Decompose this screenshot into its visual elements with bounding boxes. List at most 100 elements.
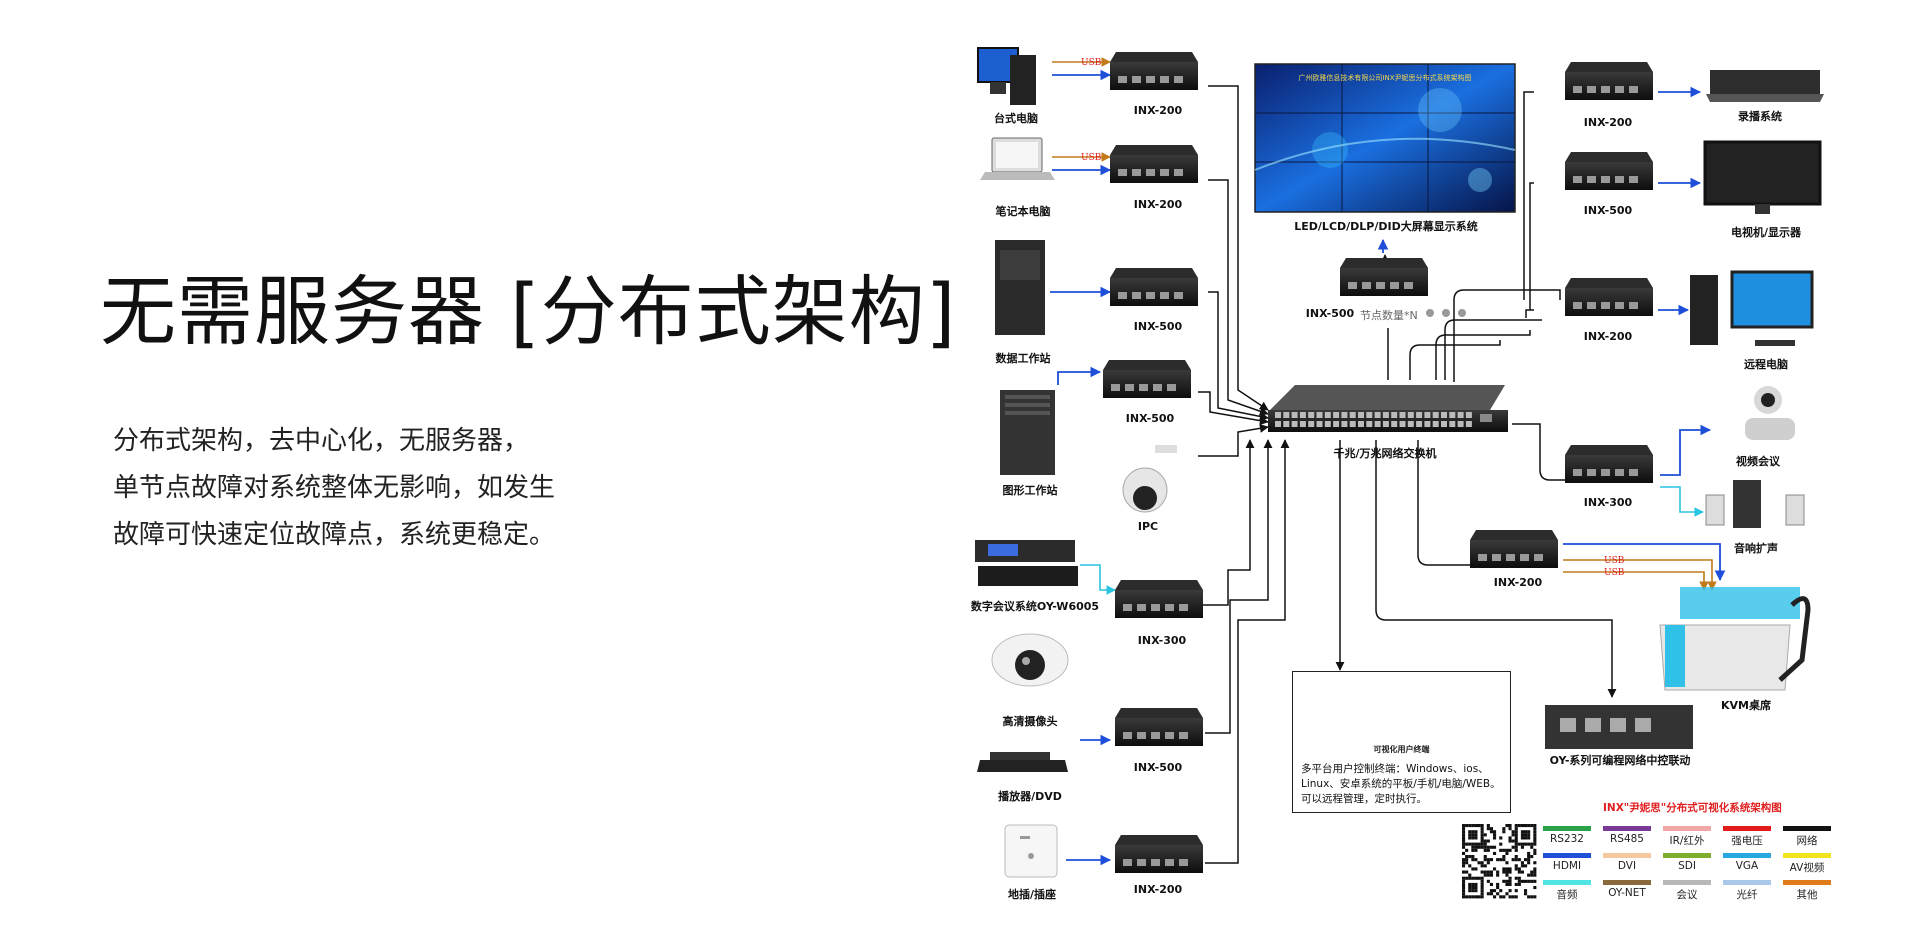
legend-swatch [1723, 853, 1771, 858]
legend-swatch [1603, 853, 1651, 858]
workstation-icon [1000, 390, 1055, 475]
inx-unit-icon [1565, 62, 1653, 100]
legend-label: RS232 [1549, 833, 1584, 845]
device-label: 图形工作站 [1002, 484, 1058, 497]
video-wall [1254, 63, 1516, 213]
legend-label: AV视频 [1789, 862, 1825, 874]
legend-item: RS485 [1602, 826, 1652, 845]
recorder-icon [1706, 70, 1824, 102]
inx-unit-icon [1565, 445, 1653, 483]
device-label: INX-200 [1493, 576, 1543, 589]
workstation-icon [995, 240, 1045, 335]
device-label: INX-200 [1133, 104, 1183, 117]
device-label: 高清摄像头 [1002, 715, 1058, 728]
ip-camera-icon [1122, 445, 1177, 513]
conference-system-icon [975, 540, 1078, 586]
legend-swatch [1663, 880, 1711, 885]
dvd-player-icon [977, 752, 1068, 772]
inx-unit-icon [1340, 258, 1428, 296]
legend-item: 强电压 [1722, 826, 1772, 848]
legend-label: 光纤 [1736, 889, 1758, 901]
legend-item: IR/红外 [1662, 826, 1712, 848]
device-label: 音响扩声 [1734, 542, 1778, 555]
usb-label: USB [1081, 153, 1102, 163]
legend-item: AV视频 [1782, 853, 1832, 875]
legend-swatch [1783, 880, 1831, 885]
legend-item: DVI [1602, 853, 1652, 872]
legend-label: IR/红外 [1669, 835, 1705, 847]
hd-camera-icon [991, 633, 1069, 687]
video-conference-camera-icon [1745, 386, 1795, 440]
legend-label: HDMI [1552, 860, 1582, 872]
legend-swatch [1603, 826, 1651, 831]
inx-unit-icon [1565, 152, 1653, 190]
device-label: 数据工作站 [995, 352, 1051, 365]
usb-label: USB [1604, 556, 1625, 566]
monitor-icon [1703, 140, 1822, 214]
inx-unit-icon [1115, 580, 1203, 618]
page-title: 无需服务器 [分布式架构] [100, 267, 957, 356]
remote-pc-icon [1690, 270, 1814, 346]
device-label: INX-200 [1583, 116, 1633, 129]
desktop-pc-icon [977, 47, 1036, 105]
device-label: 笔记本电脑 [995, 205, 1051, 218]
legend-item: 其他 [1782, 880, 1832, 902]
legend-item: 光纤 [1722, 880, 1772, 902]
legend-swatch [1543, 880, 1591, 885]
device-label: 电视机/显示器 [1730, 226, 1802, 239]
device-label: 数字会议系统OY-W6005 [970, 600, 1100, 613]
description-line: 分布式架构，去中心化，无服务器， [113, 426, 530, 456]
usb-label: USB [1081, 58, 1102, 68]
device-label: INX-300 [1583, 496, 1633, 509]
node-count-label: 节点数量*N [1360, 309, 1418, 322]
legend-swatch [1783, 826, 1831, 831]
inx-unit-icon [1565, 278, 1653, 316]
legend-label: 会议 [1676, 889, 1698, 901]
device-label: INX-500 [1583, 204, 1633, 217]
terminal-caption: 可视化用户终端 [1373, 745, 1430, 754]
device-label: INX-200 [1133, 198, 1183, 211]
inx-unit-icon [1115, 835, 1203, 873]
device-label: IPC [1137, 520, 1159, 533]
legend-label: VGA [1735, 860, 1759, 872]
terminal-text: 多平台用户控制终端：Windows、ios、Linux、安卓系统的平板/手机/电… [1301, 763, 1501, 805]
device-label: INX-200 [1583, 330, 1633, 343]
description-line: 单节点故障对系统整体无影响，如发生 [113, 473, 556, 503]
inx-unit-icon [1110, 52, 1198, 90]
inx-unit-icon [1103, 360, 1191, 398]
central-control-icon [1545, 705, 1693, 749]
device-label: INX-500 [1133, 761, 1183, 774]
device-label: INX-200 [1133, 883, 1183, 896]
legend-swatch [1543, 826, 1591, 831]
speaker-icon [1705, 480, 1805, 528]
device-label: 地插/插座 [1007, 888, 1057, 901]
inx-unit-icon [1470, 530, 1558, 568]
inx-unit-icon [1110, 145, 1198, 183]
node-device-label: INX-500 [1305, 307, 1355, 320]
device-label: 远程电脑 [1744, 358, 1788, 371]
qr-code-icon [1462, 824, 1537, 899]
device-label: INX-300 [1137, 634, 1187, 647]
legend-label: 音频 [1556, 889, 1578, 901]
legend-label: DVI [1617, 860, 1637, 872]
legend-label: 强电压 [1731, 835, 1763, 847]
kvm-desk-icon [1659, 587, 1811, 691]
device-label: OY-系列可编程网络中控联动 [1549, 754, 1691, 767]
legend-label: 其他 [1796, 889, 1818, 901]
legend-swatch [1663, 853, 1711, 858]
description-line: 故障可快速定位故障点，系统更稳定。 [113, 520, 556, 550]
device-label: INX-500 [1125, 412, 1175, 425]
legend-item: RS232 [1542, 826, 1592, 845]
usb-label: USB [1604, 568, 1625, 578]
legend-swatch [1663, 826, 1711, 831]
legend-item: SDI [1662, 853, 1712, 872]
network-lines [1198, 85, 1617, 864]
inx-units [1103, 52, 1653, 873]
network-switch [1268, 385, 1508, 432]
usb-lines [1052, 57, 1717, 591]
device-label: 台式电脑 [994, 112, 1038, 125]
screen-label: LED/LCD/DLP/DID大屏幕显示系统 [1294, 220, 1478, 233]
legend-swatch [1603, 880, 1651, 885]
legend-swatch [1723, 826, 1771, 831]
